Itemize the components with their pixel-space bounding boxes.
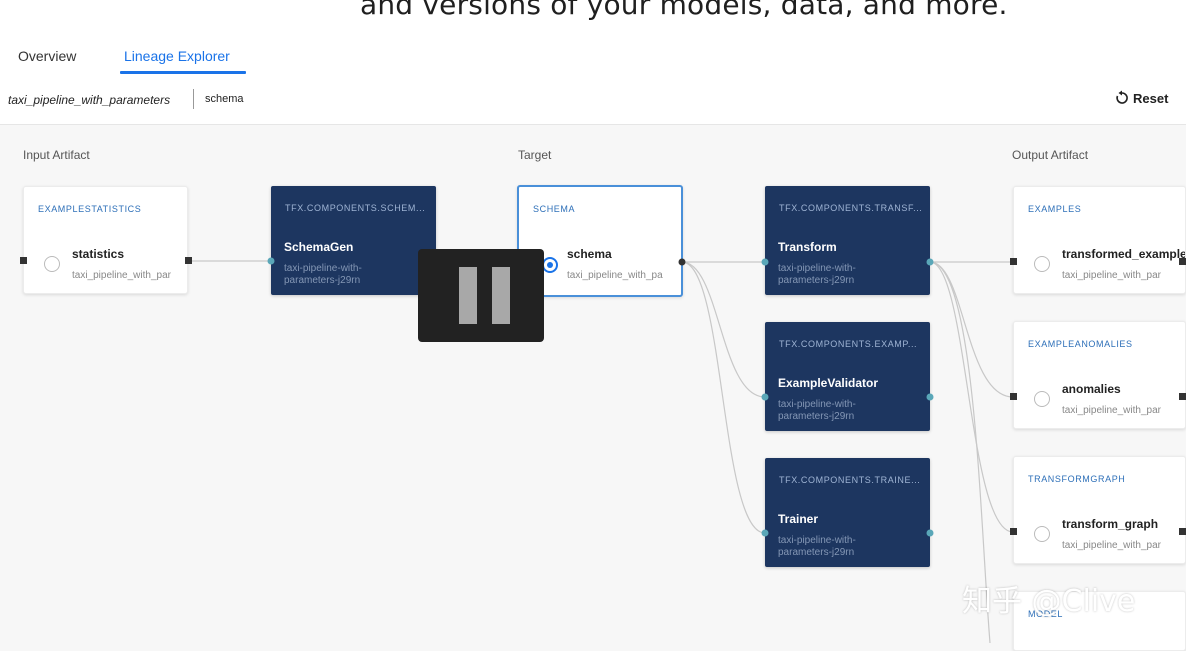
port-statistics-in <box>20 257 27 264</box>
video-caption: and versions of your models, data, and m… <box>0 0 1186 38</box>
artifact-name: schema <box>567 247 612 261</box>
execution-type-label: TFX.COMPONENTS.TRANSF... <box>779 203 923 213</box>
edge-schema-trainer <box>681 261 766 534</box>
artifact-select-radio[interactable] <box>44 256 60 272</box>
port-examples-out <box>1179 258 1186 265</box>
column-label-input: Input Artifact <box>23 148 90 162</box>
execution-type-label: TFX.COMPONENTS.TRAINE... <box>779 475 921 485</box>
artifact-name: statistics <box>72 247 125 261</box>
port-transform-graph-out <box>1179 528 1186 535</box>
column-label-target: Target <box>518 148 552 162</box>
artifact-type-label: MODEL <box>1028 609 1064 619</box>
port-anomalies-in <box>1010 393 1017 400</box>
tab-overview[interactable]: Overview <box>18 48 77 64</box>
port-examplevalidator-out <box>926 393 934 401</box>
reset-button[interactable]: Reset <box>1114 90 1168 106</box>
execution-card-trainer[interactable]: TFX.COMPONENTS.TRAINE... Trainer taxi-pi… <box>765 458 930 567</box>
artifact-type-label: EXAMPLESTATISTICS <box>38 204 142 214</box>
port-schemagen-in <box>267 257 275 265</box>
breadcrumb-divider <box>193 89 194 109</box>
artifact-subtitle: taxi_pipeline_with_par <box>1062 270 1161 281</box>
port-trainer-out <box>926 529 934 537</box>
artifact-name: anomalies <box>1062 382 1121 396</box>
artifact-type-label: SCHEMA <box>533 204 576 214</box>
port-transform-out <box>926 258 934 266</box>
execution-type-label: TFX.COMPONENTS.SCHEM... <box>285 203 426 213</box>
artifact-type-label: EXAMPLEANOMALIES <box>1028 339 1133 349</box>
target-artifact-card-schema[interactable]: SCHEMA schema taxi_pipeline_with_pa <box>517 185 683 297</box>
refresh-icon <box>1116 90 1128 104</box>
execution-subtitle: taxi-pipeline-with-parameters-j29rn <box>778 399 856 422</box>
port-examples-in <box>1010 258 1017 265</box>
execution-name: ExampleValidator <box>778 376 879 390</box>
port-trainer-in <box>761 529 769 537</box>
execution-card-transform[interactable]: TFX.COMPONENTS.TRANSF... Transform taxi-… <box>765 186 930 295</box>
port-anomalies-out <box>1179 393 1186 400</box>
port-schema-out <box>678 258 686 266</box>
caption-text: and versions of your models, data, and m… <box>360 0 1008 21</box>
tab-lineage-explorer[interactable]: Lineage Explorer <box>124 48 230 64</box>
artifact-type-label: TRANSFORMGRAPH <box>1028 474 1126 484</box>
artifact-select-radio[interactable] <box>1034 256 1050 272</box>
artifact-subtitle: taxi_pipeline_with_pa <box>567 270 663 281</box>
video-pause-button[interactable] <box>418 249 544 342</box>
execution-card-examplevalidator[interactable]: TFX.COMPONENTS.EXAMP... ExampleValidator… <box>765 322 930 431</box>
artifact-subtitle: taxi_pipeline_with_par <box>1062 540 1161 551</box>
artifact-card-statistics[interactable]: EXAMPLESTATISTICS statistics taxi_pipeli… <box>23 186 188 294</box>
artifact-card-transform-graph[interactable]: TRANSFORMGRAPH transform_graph taxi_pipe… <box>1013 456 1186 564</box>
port-transform-graph-in <box>1010 528 1017 535</box>
port-examplevalidator-in <box>761 393 769 401</box>
execution-subtitle: taxi-pipeline-with-parameters-j29rn <box>778 535 856 558</box>
edge-schema-examplevalidator <box>681 261 766 398</box>
watermark: 知乎 @Clive <box>962 584 1136 619</box>
reset-label: Reset <box>1133 90 1169 106</box>
execution-subtitle: taxi-pipeline-with-parameters-j29rn <box>284 263 362 286</box>
artifact-subtitle: taxi_pipeline_with_par <box>1062 405 1161 416</box>
edge-transform-graph <box>929 261 1014 533</box>
artifact-card-anomalies[interactable]: EXAMPLEANOMALIES anomalies taxi_pipeline… <box>1013 321 1186 429</box>
execution-name: SchemaGen <box>284 240 354 254</box>
artifact-card-transformed-examples[interactable]: EXAMPLES transformed_examples taxi_pipel… <box>1013 186 1186 294</box>
artifact-subtitle: taxi_pipeline_with_par <box>72 270 171 281</box>
execution-name: Transform <box>778 240 837 254</box>
column-label-output: Output Artifact <box>1012 148 1089 162</box>
artifact-select-radio[interactable] <box>1034 391 1050 407</box>
artifact-type-label: EXAMPLES <box>1028 204 1082 214</box>
execution-type-label: TFX.COMPONENTS.EXAMP... <box>779 339 918 349</box>
execution-name: Trainer <box>778 512 819 526</box>
artifact-select-radio[interactable] <box>1034 526 1050 542</box>
active-tab-indicator <box>120 71 246 74</box>
artifact-name: transformed_examples <box>1062 247 1186 261</box>
breadcrumb-artifact: schema <box>205 93 244 105</box>
edge-transform-model <box>929 261 991 643</box>
port-transform-in <box>761 258 769 266</box>
lineage-header: Overview Lineage Explorer taxi_pipeline_… <box>0 38 1186 125</box>
artifact-name: transform_graph <box>1062 517 1159 531</box>
port-statistics-out <box>185 257 192 264</box>
breadcrumb-pipeline[interactable]: taxi_pipeline_with_parameters <box>8 93 171 107</box>
execution-card-schemagen[interactable]: TFX.COMPONENTS.SCHEM... SchemaGen taxi-p… <box>271 186 436 295</box>
execution-subtitle: taxi-pipeline-with-parameters-j29rn <box>778 263 856 286</box>
